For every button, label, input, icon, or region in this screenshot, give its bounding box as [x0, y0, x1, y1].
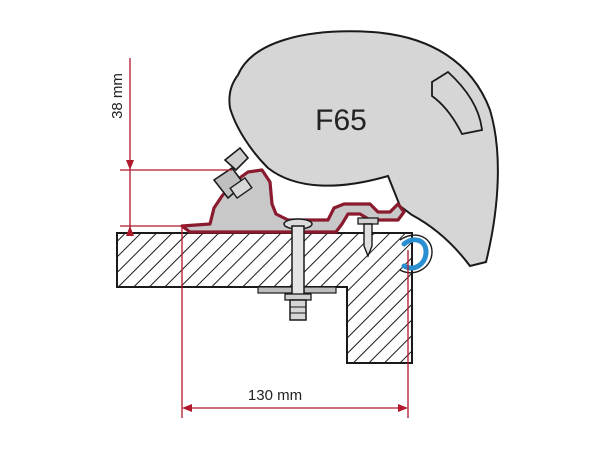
- awning-panel-line: [431, 70, 483, 136]
- rail-clip: [401, 237, 429, 271]
- clamp-bracket: [212, 146, 253, 200]
- awning-housing: [228, 30, 499, 268]
- dimension-arrows: [126, 160, 408, 412]
- dimension-lines: [120, 58, 409, 418]
- mounting-base-block: [116, 232, 413, 364]
- mounting-bolt: [283, 218, 313, 321]
- rail-clip-outline: [399, 234, 433, 274]
- horizontal-dimension-label: 130 mm: [248, 387, 302, 404]
- vertical-dimension-label: 38 mm: [109, 73, 126, 119]
- model-label: F65: [315, 104, 367, 137]
- fixing-screw: [357, 217, 379, 258]
